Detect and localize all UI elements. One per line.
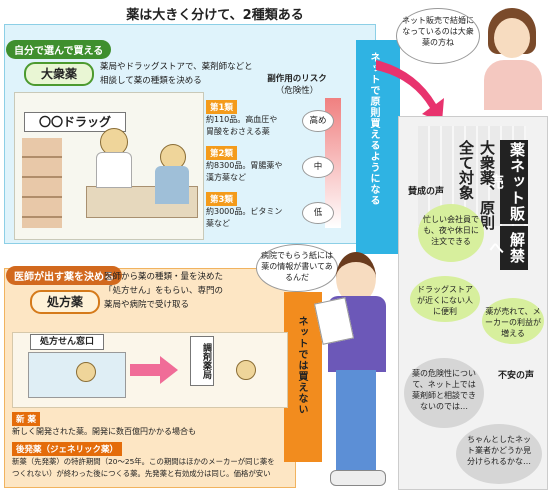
new-drug-desc: 新しく開発された薬。開発に数百億円かかる場合も <box>12 427 196 436</box>
category-3-desc-line2: 薬など <box>206 219 230 228</box>
man-speech-bubble: 病院でもらう紙には薬の情報が書いてあるんだ <box>256 244 338 292</box>
rx-desc-line3: 薬局や病院で受け取る <box>104 300 190 310</box>
category-1-label: 第1類 <box>206 100 237 114</box>
woman-body <box>484 60 542 110</box>
arrow-right-icon <box>130 356 178 384</box>
customer-head <box>160 144 186 170</box>
news-headline-dark2: 解禁へ <box>487 226 528 270</box>
customer-body <box>155 166 189 204</box>
generic-desc-line2: つくれない）が終わった後につくる薬。先発薬と有効成分は同じ。価格が安い <box>12 469 271 478</box>
risk-heading-sub: （危険性） <box>275 86 319 96</box>
category-3-desc-line1: 約3000品。ビタミン <box>206 207 283 216</box>
category-1-desc-line1: 約110品。高血圧や <box>206 115 278 124</box>
con-voice-1: 薬の危険性について、ネット上では薬剤師と相談できないのでは… <box>404 358 484 428</box>
man-shoes <box>330 470 386 486</box>
category-3-risk: 低 <box>302 202 334 224</box>
woman-face <box>494 18 530 58</box>
category-3-desc: 約3000品。ビタミン 薬など <box>206 206 298 230</box>
otc-label: 大衆薬 <box>24 62 94 86</box>
rx-desc-line2: 「処方せん」をもらい、専門の <box>104 286 224 296</box>
otc-tag: 自分で選んで買える <box>6 40 112 59</box>
rx-description: 医師から薬の種類・量を決めた 「処方せん」をもらい、専門の 薬局や病院で受け取る <box>104 270 284 312</box>
category-1-risk: 高め <box>302 110 334 132</box>
generic-drug-label: 後発薬（ジェネリック薬） <box>12 442 123 456</box>
rx-side-text: ネットでは買えない <box>296 316 307 415</box>
dispensing-pharmacy-sign: 調剤薬局 <box>190 336 214 386</box>
woman-speech-bubble: ネット販売で結婚になっているのは大衆薬の方ね <box>396 8 480 64</box>
new-drug-label: 新 薬 <box>12 412 40 426</box>
news-headline-text3: 対象 <box>457 170 475 200</box>
pharmacist-head <box>100 128 128 156</box>
rx-side-band <box>284 292 322 462</box>
category-2-desc-line2: 漢方薬など <box>206 173 246 182</box>
pro-voice-3: 薬が売れて、メーカーの利益が増える <box>482 298 544 344</box>
con-voices-label: 不安の声 <box>498 371 535 381</box>
category-2-label: 第2類 <box>206 146 237 160</box>
category-2-risk: 中 <box>302 156 334 178</box>
category-1-desc: 約110品。高血圧や 胃酸をおさえる薬 <box>206 114 298 138</box>
category-3-label: 第3類 <box>206 192 237 206</box>
pharmacist2-head <box>236 360 256 380</box>
news-headline-dark: 薬ネット販売 <box>487 140 528 224</box>
otc-desc-line1: 薬局やドラッグストアで、薬剤師などと <box>100 62 253 72</box>
news-headline-text: 大衆薬、原則全て <box>457 140 496 230</box>
otc-side-band <box>356 40 400 254</box>
category-2-desc-line1: 約8300品。胃腸薬や <box>206 161 283 170</box>
rx-label: 処方薬 <box>30 290 100 314</box>
shelf <box>22 138 62 228</box>
pharmacist-body <box>96 152 132 188</box>
drugstore-sign: 〇〇ドラッグ <box>24 112 126 132</box>
pro-voice-1: 忙しい会社員でも、夜や休日に注文できる <box>418 204 484 262</box>
category-1-desc-line2: 胃酸をおさえる薬 <box>206 127 270 136</box>
rx-tag: 医師が出す薬を決める <box>6 266 122 285</box>
otc-desc-line2: 相談して薬の種類を決める <box>100 76 202 86</box>
man-jeans <box>336 370 376 474</box>
risk-heading-title: 副作用のリスク <box>267 74 327 84</box>
otc-side-text: ネットで原則買えるようになる <box>368 52 379 206</box>
news-headline: 大衆薬、原則全て対象 <box>457 140 498 236</box>
category-2-desc: 約8300品。胃腸薬や 漢方薬など <box>206 160 298 184</box>
con-voice-2: ちゃんとしたネット業者かどうか見分けられるかな… <box>456 424 542 484</box>
pro-voices-label: 賛成の声 <box>408 187 445 197</box>
risk-heading: 副作用のリスク （危険性） <box>257 72 337 96</box>
generic-drug-desc: 新薬（先発薬）の特許期間（20〜25年。この期間はほかのメーカーが同じ薬を つく… <box>12 456 288 480</box>
patient-head <box>76 362 96 382</box>
prescription-window-sign: 処方せん窓口 <box>30 334 104 350</box>
arrow-icon <box>376 60 444 122</box>
generic-desc-line1: 新薬（先発薬）の特許期間（20〜25年。この期間はほかのメーカーが同じ薬を <box>12 457 275 466</box>
otc-description: 薬局やドラッグストアで、薬剤師などと 相談して薬の種類を決める <box>100 60 300 88</box>
page-title: 薬は大きく分けて、2種類ある <box>126 8 304 23</box>
pro-voice-2: ドラッグストアが近くにない人に便利 <box>410 276 480 322</box>
rx-desc-line1: 医師から薬の種類・量を決めた <box>104 272 224 282</box>
man-head <box>336 252 376 304</box>
